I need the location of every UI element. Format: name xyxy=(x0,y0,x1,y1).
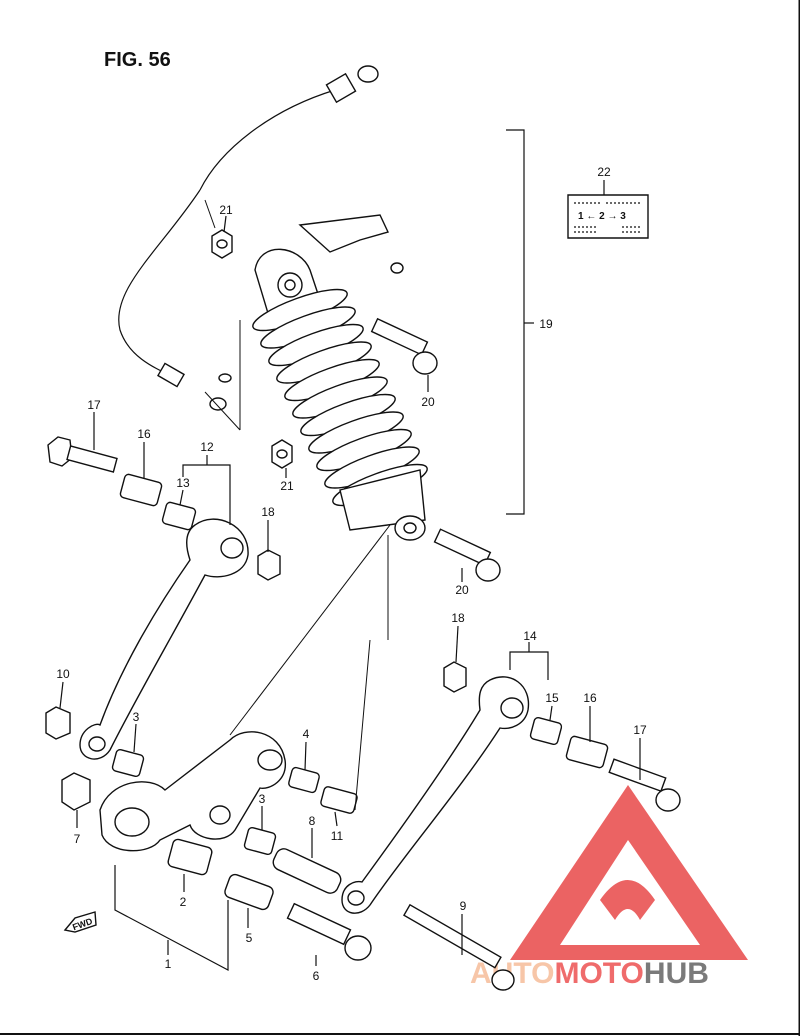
callout-5: 5 xyxy=(246,931,253,945)
nut-18-upper xyxy=(257,549,281,581)
callout-21-upper: 21 xyxy=(219,203,233,217)
watermark-moto: MOTO xyxy=(554,957,643,990)
callout-10: 10 xyxy=(56,667,70,681)
callout-3-lower: 3 xyxy=(259,792,266,806)
figure-title: FIG. 56 xyxy=(104,49,171,71)
collar-16-left xyxy=(119,473,163,507)
bolt-20-lower xyxy=(433,528,501,582)
callout-8: 8 xyxy=(309,814,316,828)
collar-4 xyxy=(288,766,320,794)
nut-21-upper xyxy=(211,229,233,259)
callout-20-upper: 20 xyxy=(421,395,435,409)
callout-3-upper: 3 xyxy=(133,710,140,724)
callout-16-right: 16 xyxy=(583,691,597,705)
callout-9: 9 xyxy=(460,899,467,913)
bearing-3-upper xyxy=(111,748,145,778)
callout-7: 7 xyxy=(74,832,81,846)
assembly-guides xyxy=(204,199,391,811)
callout-17-left: 17 xyxy=(87,398,101,412)
bearing-13 xyxy=(161,501,197,531)
bearing-3-lower xyxy=(243,826,277,856)
bolt-17-left xyxy=(47,436,118,473)
callout-16-left: 16 xyxy=(137,427,151,441)
callout-18-upper: 18 xyxy=(261,505,275,519)
collar-8 xyxy=(272,848,342,894)
callout-15: 15 xyxy=(545,691,559,705)
tie-rod-right xyxy=(341,676,530,914)
callout-numbers: 22 21 19 20 17 16 12 13 21 18 20 18 14 1… xyxy=(56,165,647,983)
callout-13: 13 xyxy=(176,476,190,490)
nut-21-lower xyxy=(271,439,293,469)
watermark-logo xyxy=(510,785,748,960)
bolt-6 xyxy=(286,902,372,961)
callout-19: 19 xyxy=(539,317,553,331)
nut-7 xyxy=(61,772,91,811)
watermark-hub: HUB xyxy=(644,957,709,990)
callout-4: 4 xyxy=(303,727,310,741)
callout-18-lower: 18 xyxy=(451,611,465,625)
callout-14: 14 xyxy=(523,629,537,643)
bearing-15 xyxy=(529,716,563,746)
shock-absorber xyxy=(252,214,428,541)
cushion-lever xyxy=(99,731,286,852)
callout-22: 22 xyxy=(597,165,611,179)
collar-16-right xyxy=(565,735,609,769)
callout-11: 11 xyxy=(331,829,344,843)
collar-11 xyxy=(320,786,358,814)
leader-lines xyxy=(59,180,641,966)
callout-6: 6 xyxy=(313,969,320,983)
callout-1: 1 xyxy=(165,957,172,971)
label-plate: 1 ← 2 → 3 xyxy=(567,194,649,239)
collar-5 xyxy=(224,873,274,911)
tie-rod-left xyxy=(79,518,249,760)
bolt-9 xyxy=(403,903,515,991)
callout-2: 2 xyxy=(180,895,187,909)
callout-17-right: 17 xyxy=(633,723,647,737)
bolt-20-upper xyxy=(370,317,438,375)
bracket-1 xyxy=(114,865,229,971)
preload-adjuster-cable xyxy=(118,65,379,411)
bracket-14 xyxy=(509,651,549,680)
nut-10 xyxy=(45,706,71,740)
label-plate-text: 1 ← 2 → 3 xyxy=(578,211,626,222)
callout-21-lower: 21 xyxy=(280,479,294,493)
callout-12: 12 xyxy=(200,440,214,454)
bearing-2 xyxy=(167,838,213,876)
forward-arrow: FWD xyxy=(63,911,97,933)
callout-20-lower: 20 xyxy=(455,583,469,597)
bolt-17-right xyxy=(608,758,681,812)
nut-18-lower xyxy=(443,661,467,693)
bracket-19 xyxy=(506,129,525,515)
